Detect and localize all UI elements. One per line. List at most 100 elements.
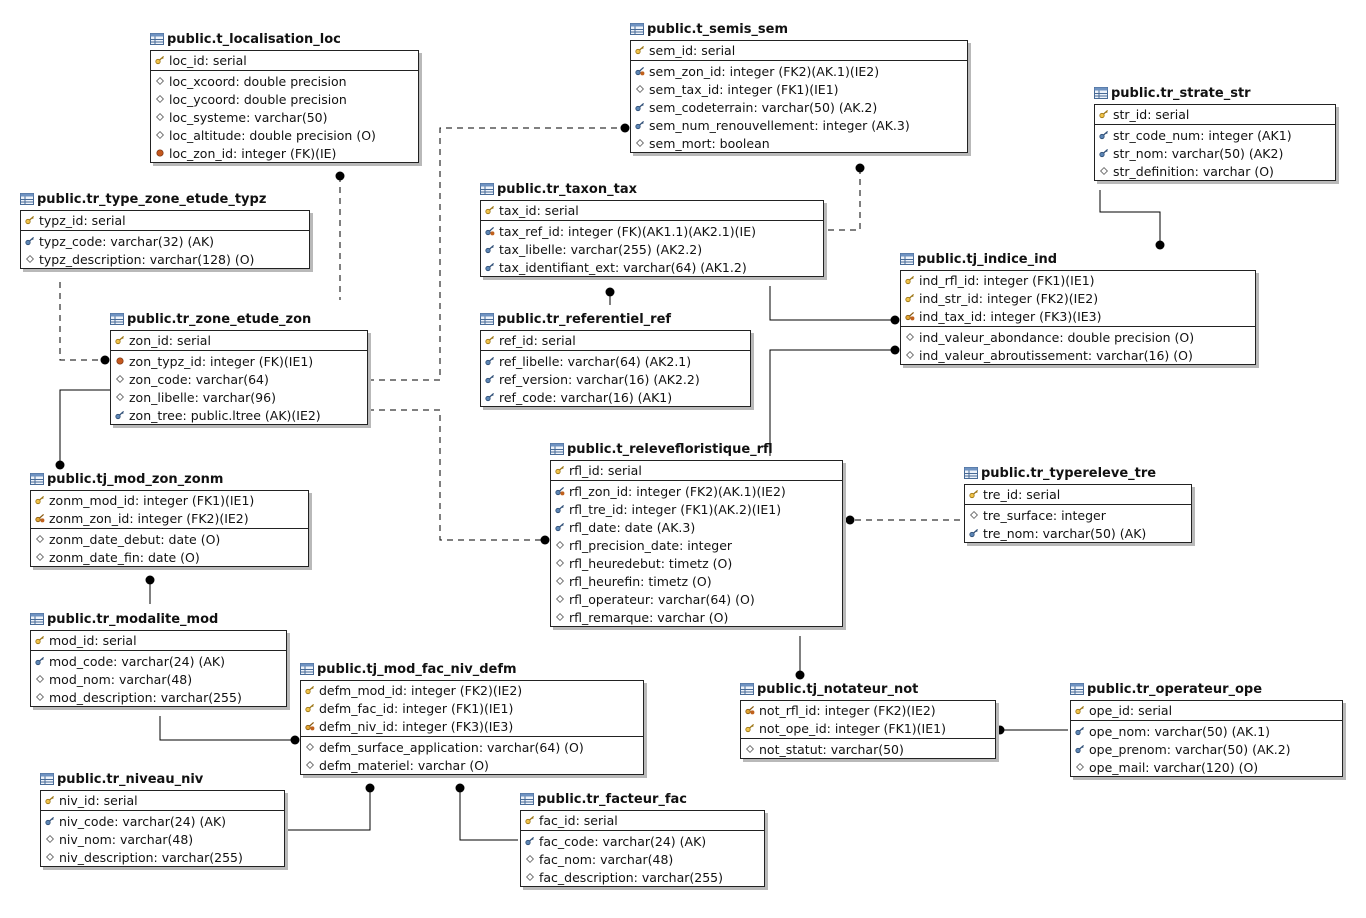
primary-key-column[interactable]: loc_id: serial (151, 51, 418, 69)
column[interactable]: sem_tax_id: integer (FK1)(IE1) (631, 80, 967, 98)
column[interactable]: loc_zon_id: integer (FK)(IE) (151, 144, 418, 162)
column[interactable]: zon_typz_id: integer (FK)(IE1) (111, 352, 367, 370)
column[interactable]: mod_description: varchar(255) (31, 688, 286, 706)
primary-key-column[interactable]: ope_id: serial (1071, 701, 1342, 719)
column[interactable]: rfl_remarque: varchar (O) (551, 608, 842, 626)
primary-key-column[interactable]: defm_niv_id: integer (FK3)(IE3) (301, 717, 643, 735)
column[interactable]: niv_code: varchar(24) (AK) (41, 812, 284, 830)
primary-key-column[interactable]: niv_id: serial (41, 791, 284, 809)
cardinality-dot (1155, 240, 1165, 250)
column[interactable]: mod_nom: varchar(48) (31, 670, 286, 688)
primary-key-column[interactable]: mod_id: serial (31, 631, 286, 649)
primary-key-column[interactable]: str_id: serial (1095, 105, 1335, 123)
relationship-mod-defm (159, 716, 295, 741)
cardinality-dot (100, 355, 110, 365)
primary-key-column[interactable]: ind_tax_id: integer (FK3)(IE3) (901, 307, 1255, 325)
primary-key-column[interactable]: ind_str_id: integer (FK2)(IE2) (901, 289, 1255, 307)
column[interactable]: zonm_date_fin: date (O) (31, 548, 308, 566)
column[interactable]: tax_identifiant_ext: varchar(64) (AK1.2) (481, 258, 823, 276)
diamond-icon (969, 510, 979, 520)
primary-key-column[interactable]: defm_fac_id: integer (FK1)(IE1) (301, 699, 643, 717)
column[interactable]: rfl_operateur: varchar(64) (O) (551, 590, 842, 608)
cardinality-dot (605, 287, 615, 297)
relationship-niv-defm (285, 788, 371, 831)
key-icon (305, 685, 315, 695)
column[interactable]: mod_code: varchar(24) (AK) (31, 652, 286, 670)
column-text: sem_mort: boolean (649, 135, 770, 151)
column[interactable]: zon_code: varchar(64) (111, 370, 367, 388)
column[interactable]: sem_zon_id: integer (FK2)(AK.1)(IE2) (631, 62, 967, 80)
column[interactable]: ope_nom: varchar(50) (AK.1) (1071, 722, 1342, 740)
column-text: zon_tree: public.ltree (AK)(IE2) (129, 407, 321, 423)
column[interactable]: sem_mort: boolean (631, 134, 967, 152)
column[interactable]: rfl_precision_date: integer (551, 536, 842, 554)
column[interactable]: rfl_heurefin: timetz (O) (551, 572, 842, 590)
column[interactable]: niv_nom: varchar(48) (41, 830, 284, 848)
column[interactable]: rfl_heuredebut: timetz (O) (551, 554, 842, 572)
column[interactable]: sem_codeterrain: varchar(50) (AK.2) (631, 98, 967, 116)
primary-key-column[interactable]: defm_mod_id: integer (FK2)(IE2) (301, 681, 643, 699)
entity-columns-box: mod_id: serial mod_code: varchar(24) (AK)… (30, 630, 287, 707)
column[interactable]: rfl_tre_id: integer (FK1)(AK.2)(IE1) (551, 500, 842, 518)
column[interactable]: ope_mail: varchar(120) (O) (1071, 758, 1342, 776)
column[interactable]: ind_valeur_abroutissement: varchar(16) (… (901, 346, 1255, 364)
column-text: zonm_mod_id: integer (FK1)(IE1) (49, 492, 255, 508)
column[interactable]: tre_surface: integer (965, 506, 1191, 524)
column-text: typz_description: varchar(128) (O) (39, 251, 255, 267)
column[interactable]: str_code_num: integer (AK1) (1095, 126, 1335, 144)
column-text: str_code_num: integer (AK1) (1113, 127, 1292, 143)
column[interactable]: rfl_date: date (AK.3) (551, 518, 842, 536)
column[interactable]: str_definition: varchar (O) (1095, 162, 1335, 180)
key-separator (151, 70, 418, 71)
diamond-icon (155, 130, 165, 140)
alt-key-icon (25, 236, 35, 246)
column[interactable]: loc_altitude: double precision (O) (151, 126, 418, 144)
primary-key-column[interactable]: typz_id: serial (21, 211, 309, 229)
alt-key-icon (1099, 130, 1109, 140)
column[interactable]: defm_surface_application: varchar(64) (O… (301, 738, 643, 756)
primary-key-column[interactable]: not_rfl_id: integer (FK2)(IE2) (741, 701, 995, 719)
primary-key-column[interactable]: not_ope_id: integer (FK1)(IE1) (741, 719, 995, 737)
key-separator (631, 60, 967, 61)
column[interactable]: typz_code: varchar(32) (AK) (21, 232, 309, 250)
primary-key-column[interactable]: rfl_id: serial (551, 461, 842, 479)
table-icon (480, 313, 494, 325)
primary-key-column[interactable]: tax_id: serial (481, 201, 823, 219)
entity-columns-box: ind_rfl_id: integer (FK1)(IE1)ind_str_id… (900, 270, 1256, 365)
column[interactable]: fac_nom: varchar(48) (521, 850, 764, 868)
column[interactable]: sem_num_renouvellement: integer (AK.3) (631, 116, 967, 134)
primary-key-column[interactable]: fac_id: serial (521, 811, 764, 829)
primary-key-column[interactable]: sem_id: serial (631, 41, 967, 59)
column[interactable]: typz_description: varchar(128) (O) (21, 250, 309, 268)
column[interactable]: not_statut: varchar(50) (741, 740, 995, 758)
column[interactable]: ind_valeur_abondance: double precision (… (901, 328, 1255, 346)
column[interactable]: tax_libelle: varchar(255) (AK2.2) (481, 240, 823, 258)
primary-key-column[interactable]: zonm_zon_id: integer (FK2)(IE2) (31, 509, 308, 527)
column[interactable]: ref_code: varchar(16) (AK1) (481, 388, 750, 406)
diamond-icon (115, 374, 125, 384)
column[interactable]: str_nom: varchar(50) (AK2) (1095, 144, 1335, 162)
column[interactable]: loc_xcoord: double precision (151, 72, 418, 90)
primary-key-column[interactable]: zonm_mod_id: integer (FK1)(IE1) (31, 491, 308, 509)
column[interactable]: fac_description: varchar(255) (521, 868, 764, 886)
column[interactable]: loc_ycoord: double precision (151, 90, 418, 108)
primary-key-column[interactable]: tre_id: serial (965, 485, 1191, 503)
column[interactable]: zon_libelle: varchar(96) (111, 388, 367, 406)
column[interactable]: loc_systeme: varchar(50) (151, 108, 418, 126)
column[interactable]: zon_tree: public.ltree (AK)(IE2) (111, 406, 367, 424)
column[interactable]: ref_libelle: varchar(64) (AK2.1) (481, 352, 750, 370)
column[interactable]: tax_ref_id: integer (FK)(AK1.1)(AK2.1)(I… (481, 222, 823, 240)
entity-name: public.tr_referentiel_ref (497, 311, 672, 327)
primary-key-column[interactable]: zon_id: serial (111, 331, 367, 349)
column-text: niv_id: serial (59, 792, 138, 808)
column[interactable]: niv_description: varchar(255) (41, 848, 284, 866)
column[interactable]: rfl_zon_id: integer (FK2)(AK.1)(IE2) (551, 482, 842, 500)
column[interactable]: zonm_date_debut: date (O) (31, 530, 308, 548)
primary-key-column[interactable]: ind_rfl_id: integer (FK1)(IE1) (901, 271, 1255, 289)
column[interactable]: ref_version: varchar(16) (AK2.2) (481, 370, 750, 388)
primary-key-column[interactable]: ref_id: serial (481, 331, 750, 349)
column[interactable]: fac_code: varchar(24) (AK) (521, 832, 764, 850)
column[interactable]: ope_prenom: varchar(50) (AK.2) (1071, 740, 1342, 758)
column[interactable]: defm_materiel: varchar (O) (301, 756, 643, 774)
column[interactable]: tre_nom: varchar(50) (AK) (965, 524, 1191, 542)
